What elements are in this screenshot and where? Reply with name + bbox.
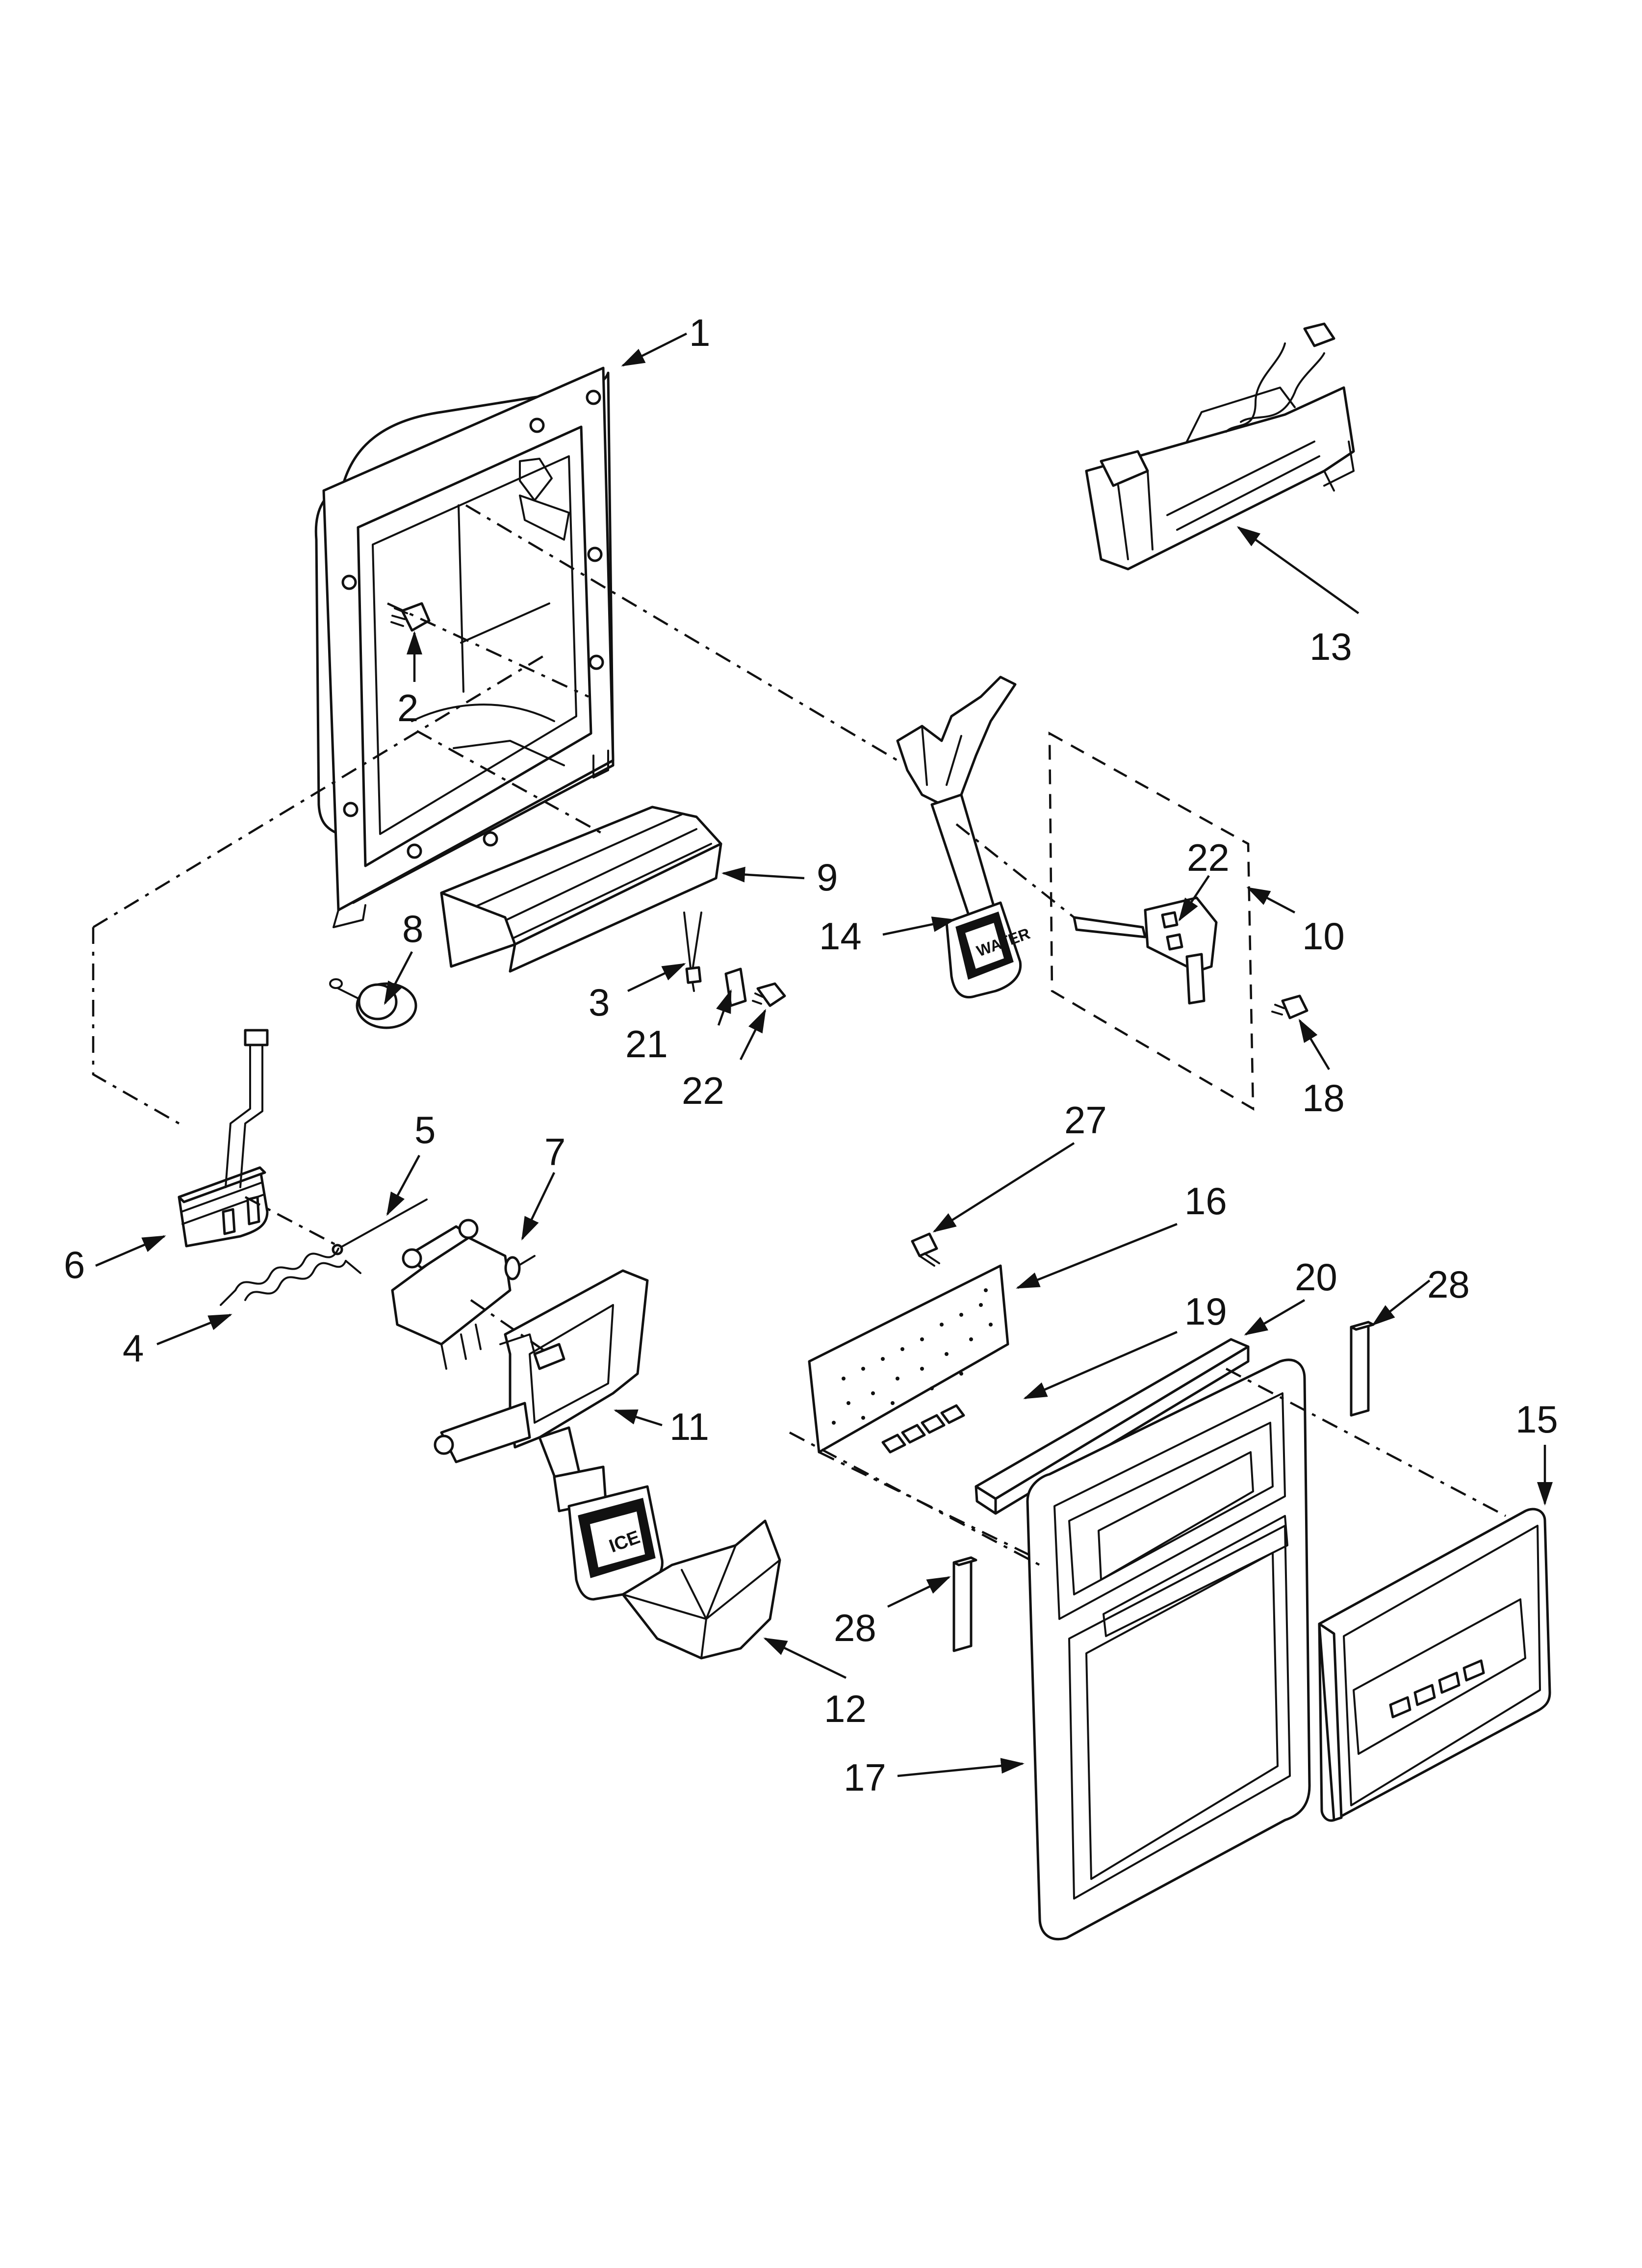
callout-8: 8	[402, 907, 423, 950]
callout-11: 11	[669, 1405, 709, 1448]
part-27-screw	[911, 1232, 940, 1267]
part-28-block-upper	[1350, 1321, 1375, 1417]
callout-4: 4	[123, 1327, 144, 1370]
callout-3: 3	[589, 981, 610, 1024]
callout-21: 21	[625, 1022, 668, 1066]
part-7-actuator	[391, 1219, 536, 1370]
callout-10: 10	[1302, 914, 1345, 958]
explode-lines	[92, 504, 1507, 1566]
callout-19: 19	[1184, 1290, 1227, 1333]
callout-7: 7	[544, 1130, 565, 1173]
callout-15: 15	[1515, 1398, 1558, 1441]
part-2-screw	[390, 602, 431, 632]
callout-20: 20	[1295, 1255, 1337, 1299]
part-22-screw-lower	[752, 982, 786, 1007]
callout-22-upper: 22	[1187, 836, 1230, 879]
callout-9: 9	[817, 856, 838, 899]
callout-17: 17	[844, 1756, 886, 1799]
callout-22-lower: 22	[682, 1069, 724, 1112]
callout-12: 12	[824, 1687, 867, 1730]
callouts: 1 2 3 4 5 6 7 8 9 10 11 12 13 14 15 16 1	[64, 311, 1558, 1799]
part-13-control-module	[1085, 322, 1355, 571]
part-11-ice-lever: ICE	[434, 1269, 664, 1601]
callout-5: 5	[414, 1108, 436, 1151]
callout-28-lower: 28	[834, 1606, 876, 1649]
part-1-dispenser-housing	[314, 366, 615, 928]
part-5-pin	[332, 1199, 428, 1255]
part-8-bumper	[329, 978, 417, 1029]
callout-18: 18	[1302, 1076, 1345, 1120]
part-19-buttons	[881, 1404, 965, 1454]
callout-27: 27	[1064, 1098, 1107, 1142]
part-16-control-board	[808, 1264, 1009, 1454]
part-28-block-lower	[952, 1556, 977, 1652]
callout-6: 6	[64, 1243, 85, 1286]
part-3-clip	[683, 912, 702, 992]
part-10-water-switch-bracket	[1048, 731, 1255, 1111]
part-12-ice-chute	[621, 1519, 781, 1660]
callout-2: 2	[397, 686, 418, 730]
callout-28-upper: 28	[1427, 1263, 1470, 1306]
part-6-switch	[178, 1029, 269, 1248]
callout-13: 13	[1309, 625, 1352, 668]
callout-1: 1	[689, 311, 710, 354]
part-14-water-lever: WATER	[896, 676, 1032, 999]
part-4-spring	[220, 1248, 361, 1306]
part-18-screw	[1271, 994, 1308, 1019]
callout-14: 14	[819, 914, 862, 958]
part-21-bracket	[724, 967, 747, 1007]
part-9-drip-tray	[440, 806, 722, 973]
part-17-front-panel	[1026, 1358, 1311, 1941]
callout-16: 16	[1184, 1179, 1227, 1223]
part-15-bezel	[1318, 1508, 1551, 1822]
